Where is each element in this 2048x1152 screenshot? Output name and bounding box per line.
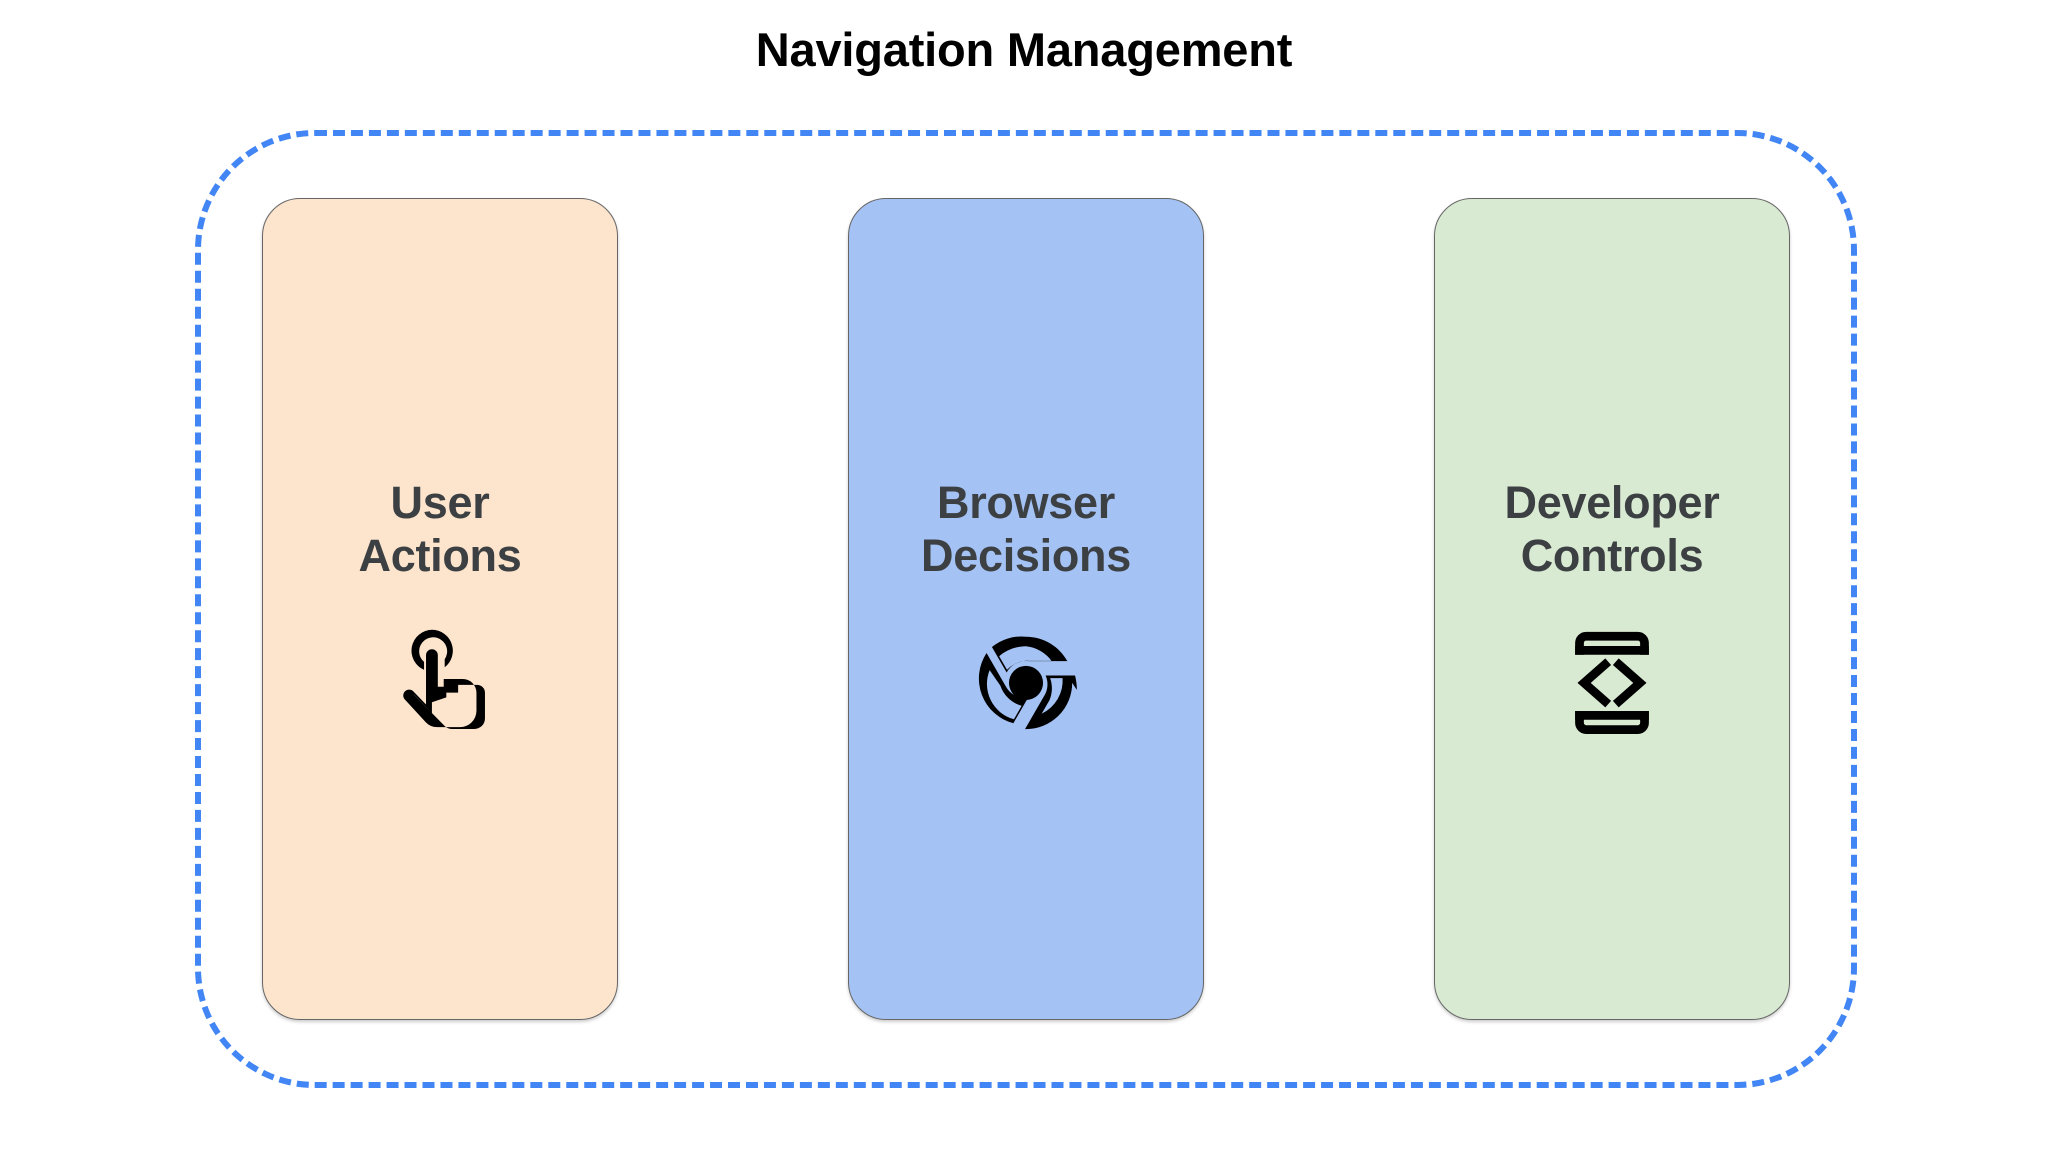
cards-row: User Actions Browser Decisions (195, 130, 1857, 1088)
card-title-browser-decisions: Browser Decisions (921, 476, 1131, 581)
card-user-actions[interactable]: User Actions (262, 198, 618, 1020)
card-title-developer-controls: Developer Controls (1504, 476, 1720, 581)
card-content: Developer Controls (1435, 476, 1789, 742)
card-developer-controls[interactable]: Developer Controls (1434, 198, 1790, 1020)
developer-mode-icon (1553, 624, 1671, 742)
card-content: User Actions (263, 476, 617, 742)
touch-tap-icon (381, 624, 499, 742)
page-title: Navigation Management (755, 23, 1293, 76)
navigation-management-group-frame (195, 130, 1857, 1088)
chrome-browser-icon (967, 624, 1085, 742)
card-content: Browser Decisions (849, 476, 1203, 742)
card-browser-decisions[interactable]: Browser Decisions (848, 198, 1204, 1020)
card-title-user-actions: User Actions (358, 476, 522, 581)
